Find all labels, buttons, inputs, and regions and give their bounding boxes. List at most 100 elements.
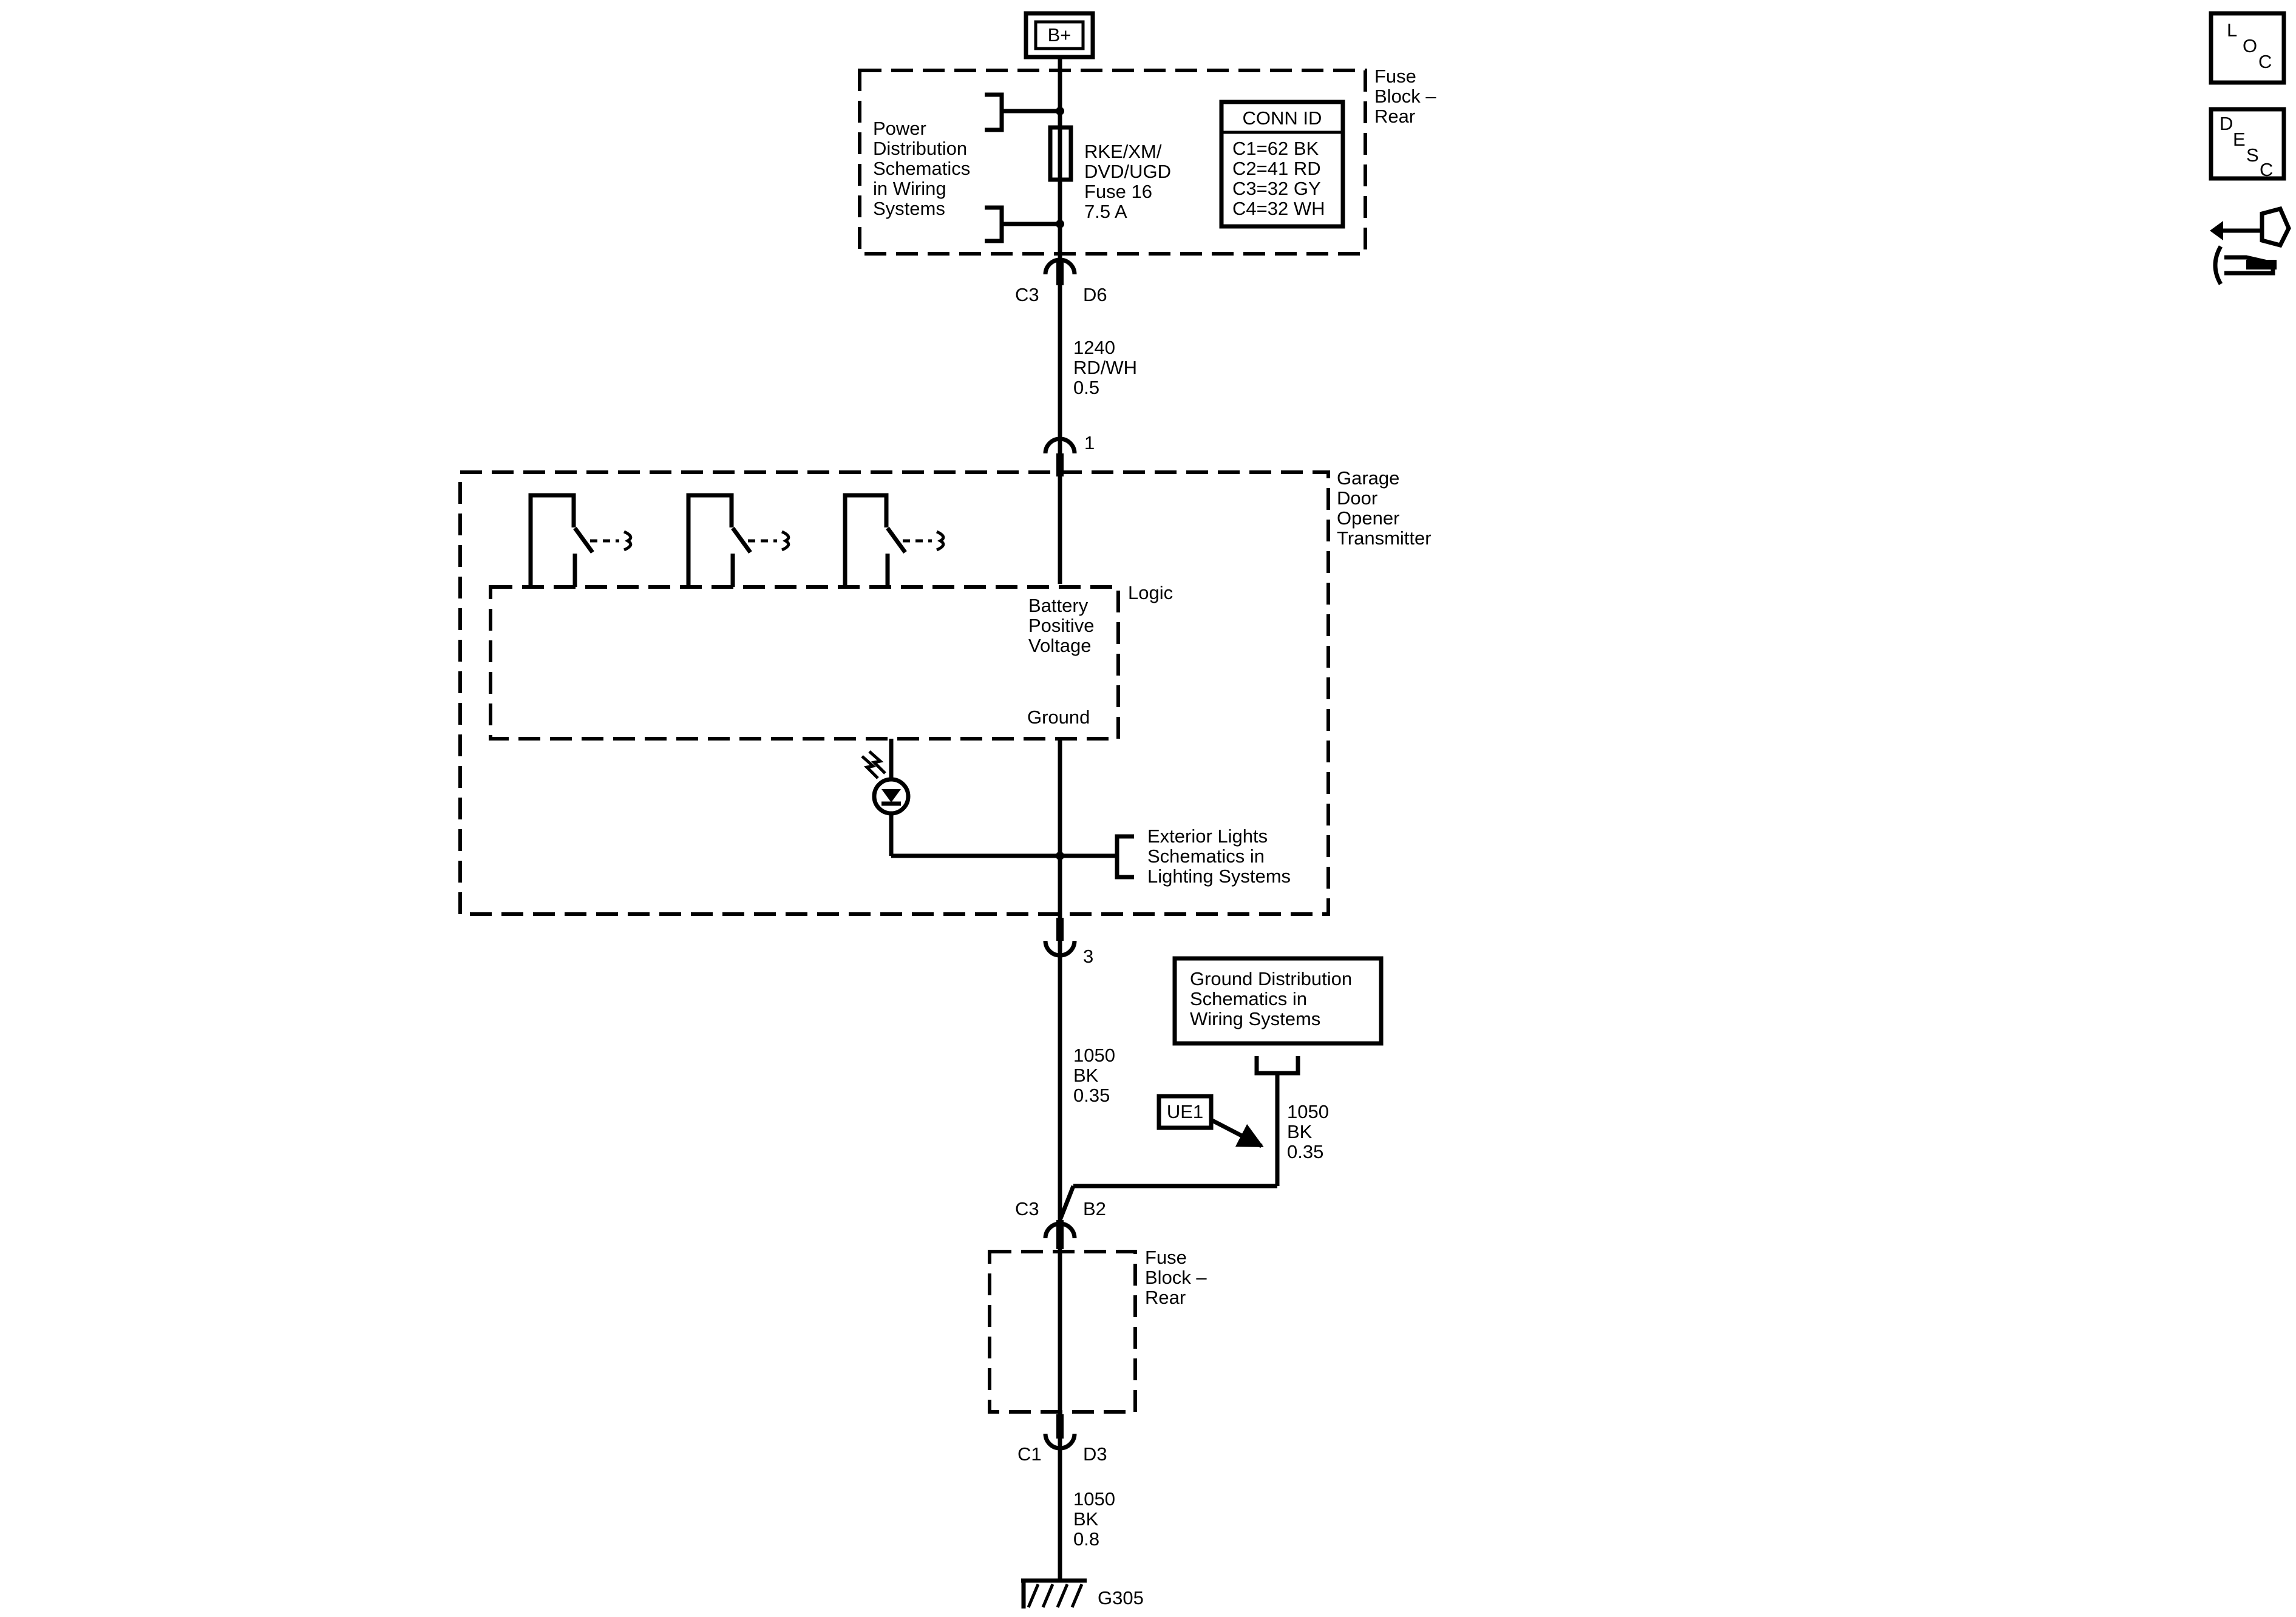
svg-text:RKE/XM/: RKE/XM/ xyxy=(1084,141,1162,162)
fuse-label: RKE/XM/ DVD/UGD Fuse 16 7.5 A xyxy=(1084,141,1171,222)
svg-text:1050: 1050 xyxy=(1287,1101,1329,1122)
ground-distribution-reference[interactable]: Ground Distribution Schematics in Wiring… xyxy=(1058,956,1384,1221)
svg-text:Schematics in: Schematics in xyxy=(1190,988,1307,1009)
wire-1240-label: 1240 RD/WH 0.5 xyxy=(1073,337,1137,398)
power-source-label: B+ xyxy=(1048,24,1072,46)
svg-text:Transmitter: Transmitter xyxy=(1337,527,1432,549)
svg-text:Block –: Block – xyxy=(1145,1267,1207,1288)
svg-text:Door: Door xyxy=(1337,487,1377,509)
loc-icon: L O C xyxy=(2227,19,2272,72)
svg-text:1050: 1050 xyxy=(1073,1045,1115,1066)
svg-text:Schematics in: Schematics in xyxy=(1147,846,1265,867)
svg-text:Positive: Positive xyxy=(1028,615,1095,636)
svg-text:D: D xyxy=(2220,113,2233,134)
svg-text:Rear: Rear xyxy=(1145,1287,1186,1308)
gdo-connector-pin-3[interactable]: 3 xyxy=(1043,918,1093,967)
svg-text:Fuse 16: Fuse 16 xyxy=(1084,181,1152,202)
svg-text:C3: C3 xyxy=(1015,284,1039,305)
svg-text:7.5 A: 7.5 A xyxy=(1084,201,1127,222)
svg-text:D3: D3 xyxy=(1083,1443,1107,1465)
connector-c1-d3[interactable]: C1 D3 xyxy=(1017,1414,1107,1465)
wire-1050-ground-dist-label: 1050 BK 0.35 xyxy=(1287,1101,1329,1162)
svg-text:Systems: Systems xyxy=(873,198,945,219)
svg-text:Distribution: Distribution xyxy=(873,138,967,159)
gdo-outline xyxy=(458,470,1330,916)
svg-text:RD/WH: RD/WH xyxy=(1073,357,1137,378)
svg-text:in Wiring: in Wiring xyxy=(873,178,946,199)
conn-id-table: CONN ID C1=62 BK C2=41 RD C3=32 GY C4=32… xyxy=(1219,100,1345,229)
svg-text:C3: C3 xyxy=(1015,1198,1039,1219)
switch-2[interactable] xyxy=(686,493,790,587)
wire-1050-ground-label: 1050 BK 0.8 xyxy=(1073,1488,1115,1550)
switch-1[interactable] xyxy=(528,493,633,587)
conn-id-row: C3=32 GY xyxy=(1232,178,1321,199)
svg-text:Fuse: Fuse xyxy=(1145,1247,1187,1268)
conn-id-row: C1=62 BK xyxy=(1232,138,1319,159)
svg-text:Voltage: Voltage xyxy=(1028,635,1091,656)
gdo-title: Garage Door Opener Transmitter xyxy=(1337,467,1432,549)
svg-text:S: S xyxy=(2246,144,2259,166)
svg-text:Fuse: Fuse xyxy=(1374,66,1416,87)
desc-button[interactable]: D E S C xyxy=(2209,107,2286,181)
battery-positive-source: B+ xyxy=(1024,11,1095,59)
desc-icon: D E S C xyxy=(2220,113,2273,180)
logic-module: Logic Battery Positive Voltage Ground xyxy=(489,582,1173,741)
svg-text:BK: BK xyxy=(1073,1508,1099,1530)
svg-text:DVD/UGD: DVD/UGD xyxy=(1084,161,1171,182)
svg-text:BK: BK xyxy=(1073,1065,1099,1086)
fuse-block-rear-top[interactable]: Fuse Block – Rear xyxy=(858,66,1436,256)
logic-label: Logic xyxy=(1128,582,1173,603)
svg-text:UE1: UE1 xyxy=(1167,1101,1203,1122)
exterior-lights-reference[interactable]: Exterior Lights Schematics in Lighting S… xyxy=(1056,825,1291,887)
fuse-block-rear-bottom[interactable]: Fuse Block – Rear xyxy=(988,1247,1207,1414)
conn-id-row: C4=32 WH xyxy=(1232,198,1325,219)
svg-text:0.8: 0.8 xyxy=(1073,1528,1099,1550)
led-indicator-icon xyxy=(861,739,911,856)
connector-c3-d6[interactable]: C3 D6 xyxy=(1015,257,1107,305)
loc-button[interactable]: L O C xyxy=(2209,11,2286,85)
fuse-block-bottom-outline xyxy=(988,1250,1137,1414)
svg-text:0.5: 0.5 xyxy=(1073,377,1099,398)
conn-id-header: CONN ID xyxy=(1243,107,1322,129)
ground-label: G305 xyxy=(1098,1587,1144,1609)
switch-3[interactable] xyxy=(843,493,945,587)
svg-text:Exterior Lights: Exterior Lights xyxy=(1147,825,1268,847)
svg-text:0.35: 0.35 xyxy=(1287,1141,1323,1162)
gdo-connector-pin-1[interactable]: 1 xyxy=(1043,432,1095,476)
svg-text:Ground Distribution: Ground Distribution xyxy=(1190,968,1352,989)
svg-text:Wiring Systems: Wiring Systems xyxy=(1190,1008,1320,1029)
svg-text:Lighting Systems: Lighting Systems xyxy=(1147,866,1291,887)
ground-g305[interactable]: G305 xyxy=(1021,1578,1144,1609)
svg-text:L: L xyxy=(2227,19,2237,41)
battery-positive-voltage-label: Battery xyxy=(1028,595,1089,616)
fuse-16[interactable]: RKE/XM/ DVD/UGD Fuse 16 7.5 A xyxy=(1048,125,1171,222)
svg-text:1: 1 xyxy=(1084,432,1095,453)
wire-1050-main-label: 1050 BK 0.35 xyxy=(1073,1045,1115,1106)
svg-text:BK: BK xyxy=(1287,1121,1313,1142)
svg-text:Schematics: Schematics xyxy=(873,158,970,179)
svg-text:Rear: Rear xyxy=(1374,106,1415,127)
fuse-block-top-outline xyxy=(858,69,1367,256)
svg-text:Garage: Garage xyxy=(1337,467,1399,489)
svg-text:1240: 1240 xyxy=(1073,337,1115,358)
conn-id-row: C2=41 RD xyxy=(1232,158,1321,179)
svg-text:Opener: Opener xyxy=(1337,507,1399,529)
svg-text:1050: 1050 xyxy=(1073,1488,1115,1510)
power-distribution-reference[interactable]: Power Distribution Schematics in Wiring … xyxy=(873,92,1064,243)
garage-door-opener-transmitter[interactable]: Garage Door Opener Transmitter xyxy=(458,467,1432,916)
option-ue1-tag[interactable]: UE1 xyxy=(1156,1094,1264,1148)
svg-text:Power: Power xyxy=(873,118,926,139)
svg-text:C1: C1 xyxy=(1017,1443,1042,1465)
svg-text:C: C xyxy=(2258,51,2272,72)
fuse-block-top-title: Fuse Block – Rear xyxy=(1374,66,1436,127)
connector-wrench-icon[interactable] xyxy=(2210,206,2291,285)
fuse-block-bottom-title: Fuse Block – Rear xyxy=(1145,1247,1207,1308)
svg-text:O: O xyxy=(2243,35,2257,56)
svg-text:Block –: Block – xyxy=(1374,86,1436,107)
svg-text:D6: D6 xyxy=(1083,284,1107,305)
svg-text:E: E xyxy=(2233,129,2246,150)
svg-text:C: C xyxy=(2260,159,2273,180)
svg-text:0.35: 0.35 xyxy=(1073,1085,1110,1106)
connector-c3-b2[interactable]: C3 B2 xyxy=(1015,1198,1106,1249)
